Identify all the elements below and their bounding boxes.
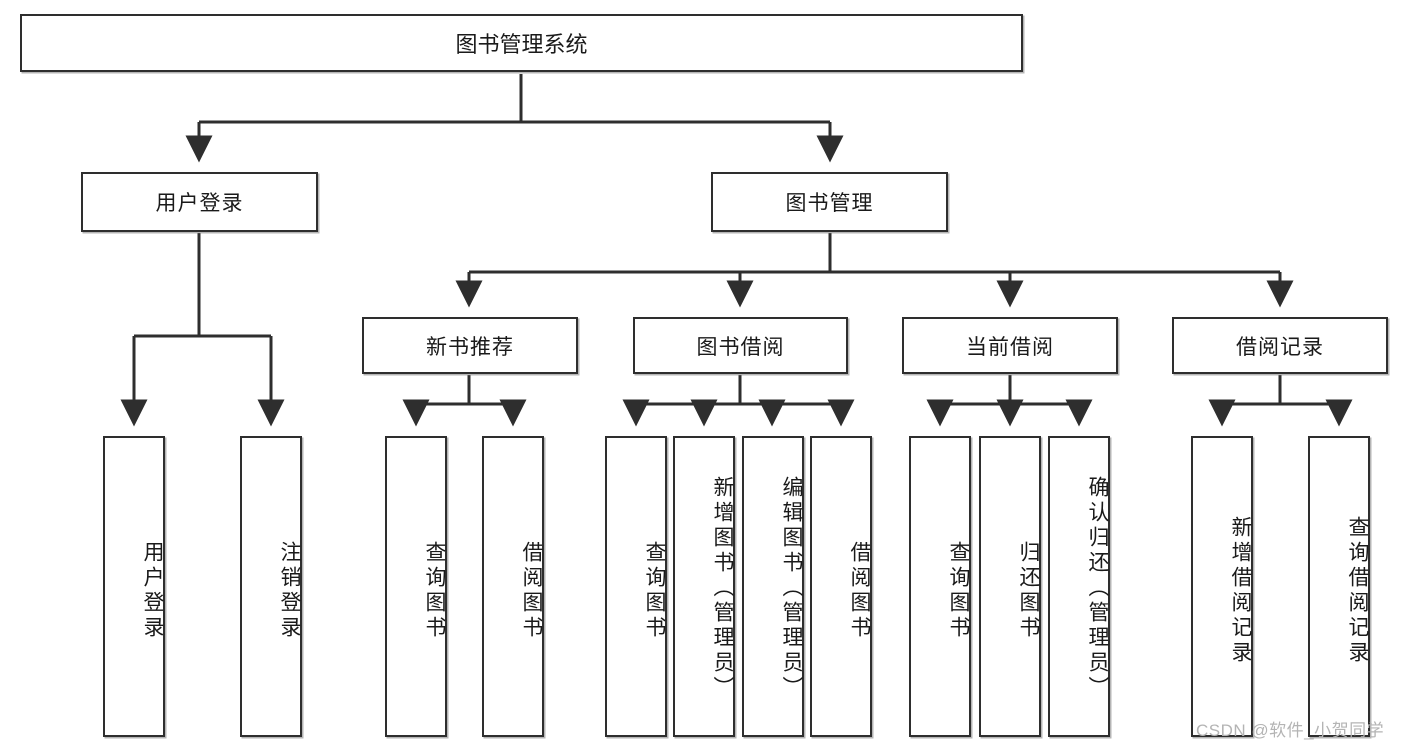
node-label: 借阅记录 [1236,335,1324,359]
leaf-query-borrow-record[interactable]: 查询借阅记录 [1308,436,1370,737]
node-book-borrow[interactable]: 图书借阅 [633,317,848,374]
node-new-book-recommend[interactable]: 新书推荐 [362,317,578,374]
node-label: 归还图书 [1017,540,1040,641]
leaf-logout[interactable]: 注销登录 [240,436,302,737]
node-user-login[interactable]: 用户登录 [81,172,318,232]
node-label: 图书借阅 [696,335,785,359]
leaf-confirm-return-admin[interactable]: 确认归还（管理员） [1048,436,1110,737]
leaf-borrow-book[interactable]: 借阅图书 [810,436,872,737]
node-label: 用户登录 [155,192,244,215]
leaf-borrow-book-recommend[interactable]: 借阅图书 [482,436,544,737]
leaf-query-book-borrow[interactable]: 查询图书 [605,436,667,737]
node-label: 当前借阅 [966,335,1054,359]
node-label: 查询图书 [423,540,446,641]
leaf-add-borrow-record[interactable]: 新增借阅记录 [1191,436,1253,737]
node-book-management[interactable]: 图书管理 [711,172,948,232]
csdn-watermark: CSDN @软件_小贺同学 [1196,721,1385,740]
leaf-query-book-current[interactable]: 查询图书 [909,436,971,737]
node-label: 图书管理系统 [455,32,588,57]
node-label: 查询图书 [643,540,666,641]
leaf-return-book[interactable]: 归还图书 [979,436,1041,737]
node-label: 新书推荐 [426,335,514,359]
leaf-user-login[interactable]: 用户登录 [103,436,165,737]
node-label: 注销登录 [278,540,301,641]
leaf-query-book-recommend[interactable]: 查询图书 [385,436,447,737]
leaf-edit-book-admin[interactable]: 编辑图书（管理员） [742,436,804,737]
node-label: 新增图书（管理员） [711,476,734,701]
node-label: 查询图书 [947,540,970,641]
node-label: 借阅图书 [848,540,871,641]
node-label: 图书管理 [785,192,874,215]
node-label: 新增借阅记录 [1229,515,1252,666]
node-label: 确认归还（管理员） [1086,476,1109,701]
node-label: 借阅图书 [520,540,543,641]
node-borrow-record[interactable]: 借阅记录 [1172,317,1388,374]
node-root-system[interactable]: 图书管理系统 [20,14,1023,72]
leaf-add-book-admin[interactable]: 新增图书（管理员） [673,436,735,737]
node-label: 查询借阅记录 [1346,515,1369,666]
node-label: 用户登录 [141,540,164,641]
node-label: 编辑图书（管理员） [780,476,803,701]
node-current-borrow[interactable]: 当前借阅 [902,317,1118,374]
